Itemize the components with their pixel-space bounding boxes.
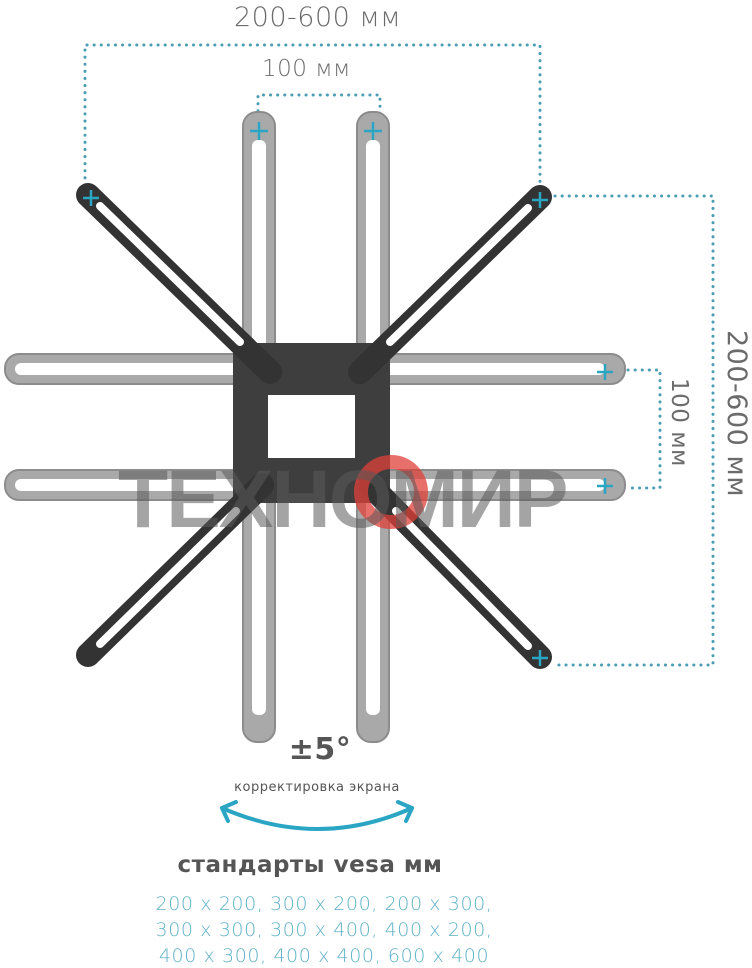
tilt-caption: корректировка экрана (234, 780, 400, 795)
dimension-right-narrow: 100 мм (666, 378, 692, 467)
dimension-top-narrow: 100 мм (262, 56, 351, 82)
watermark: ТЕХНОМИР (118, 454, 568, 545)
watermark-logo-o (354, 455, 428, 529)
standards-title: стандарты vesa мм (177, 852, 443, 878)
dark-arms (76, 183, 552, 669)
tilt-value: ±5° (288, 732, 352, 767)
standards-line: 300 x 300, 300 x 400, 400 x 200, (155, 919, 493, 941)
dimension-top-wide: 200-600 мм (234, 2, 402, 33)
standards-line: 200 x 200, 300 x 200, 200 x 300, (155, 893, 493, 915)
tilt-arrow-icon (220, 800, 414, 831)
mount-hole-markers (83, 122, 613, 666)
dimension-right-wide: 200-600 мм (721, 330, 752, 498)
dimension-lines (83, 43, 715, 667)
standards-line: 400 x 300, 400 x 400, 600 x 400 (158, 945, 490, 967)
